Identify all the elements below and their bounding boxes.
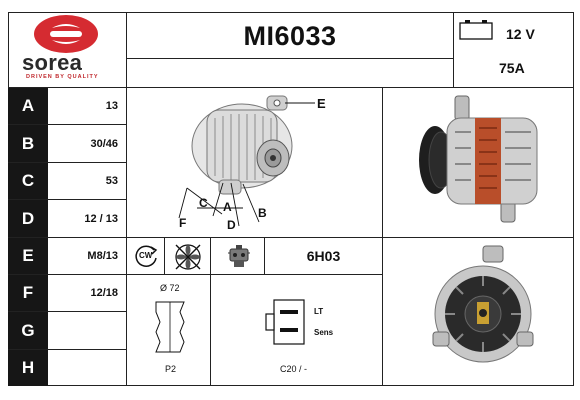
divider [8, 274, 382, 275]
divider [8, 237, 574, 238]
connector-terminal-1: LT [314, 307, 324, 316]
row-letter: H [8, 350, 48, 386]
voltage-value: 12 V [506, 26, 535, 42]
alternator-front-image-icon [432, 245, 534, 363]
alternator-dimension-diagram: E C A B F D [127, 88, 382, 237]
connector-code: C20 / - [280, 364, 308, 374]
label-d: D [227, 218, 236, 232]
divider [8, 311, 126, 312]
divider [126, 12, 127, 386]
brand-name: sorea [22, 50, 83, 75]
row-letter: C [8, 163, 48, 199]
alternator-side-photo [383, 88, 574, 237]
pulley-diameter: Ø 72 [160, 283, 180, 293]
clockwise-rotation-icon [134, 243, 160, 274]
row-value [48, 312, 126, 349]
row-value: 30/46 [90, 137, 118, 150]
row-value: 53 [105, 175, 118, 187]
divider [210, 237, 211, 386]
brand-logo: sorea DRIVEN BY QUALITY [8, 12, 126, 87]
label-b: B [258, 206, 267, 220]
label-e: E [317, 96, 326, 111]
divider [453, 12, 454, 87]
divider [8, 349, 126, 350]
row-value [48, 350, 126, 386]
connector-plug-icon [262, 296, 312, 353]
row-value: M8/13 [87, 250, 118, 262]
row-letter: G [8, 312, 48, 349]
divider [126, 58, 454, 59]
alternator-front-photo [383, 238, 574, 386]
regulator-icon [224, 243, 254, 276]
divider [8, 162, 126, 163]
alternator-side-image-icon [419, 95, 538, 223]
row-letter: B [8, 125, 48, 162]
label-c: C [199, 196, 208, 210]
amperage-value: 75A [499, 60, 525, 76]
pulley-profile-icon [150, 298, 190, 365]
row-letter: F [8, 275, 48, 311]
part-number: MI6033 [243, 20, 337, 51]
label-f: F [179, 216, 187, 230]
row-value: 12/18 [90, 287, 118, 299]
regulator-code: 6H03 [306, 248, 341, 264]
divider [8, 124, 126, 125]
row-value: 13 [105, 100, 118, 112]
divider [264, 237, 265, 274]
divider [382, 87, 383, 386]
row-letter: A [8, 88, 48, 124]
battery-icon [458, 18, 494, 45]
alternator-sketch-icon [178, 95, 315, 227]
connector-terminal-2: Sens [314, 328, 334, 337]
brand-tagline: DRIVEN BY QUALITY [26, 74, 99, 80]
label-a: A [223, 200, 232, 214]
pulley-type: P2 [165, 364, 177, 374]
rotation-label: CW [139, 251, 153, 260]
row-value: 12 / 13 [84, 212, 118, 225]
divider [164, 237, 165, 274]
row-letter: D [8, 200, 48, 237]
divider [8, 199, 126, 200]
row-letter: E [8, 238, 48, 274]
logo-mark-icon [34, 15, 98, 53]
no-fan-icon [172, 242, 204, 277]
divider [8, 87, 574, 88]
